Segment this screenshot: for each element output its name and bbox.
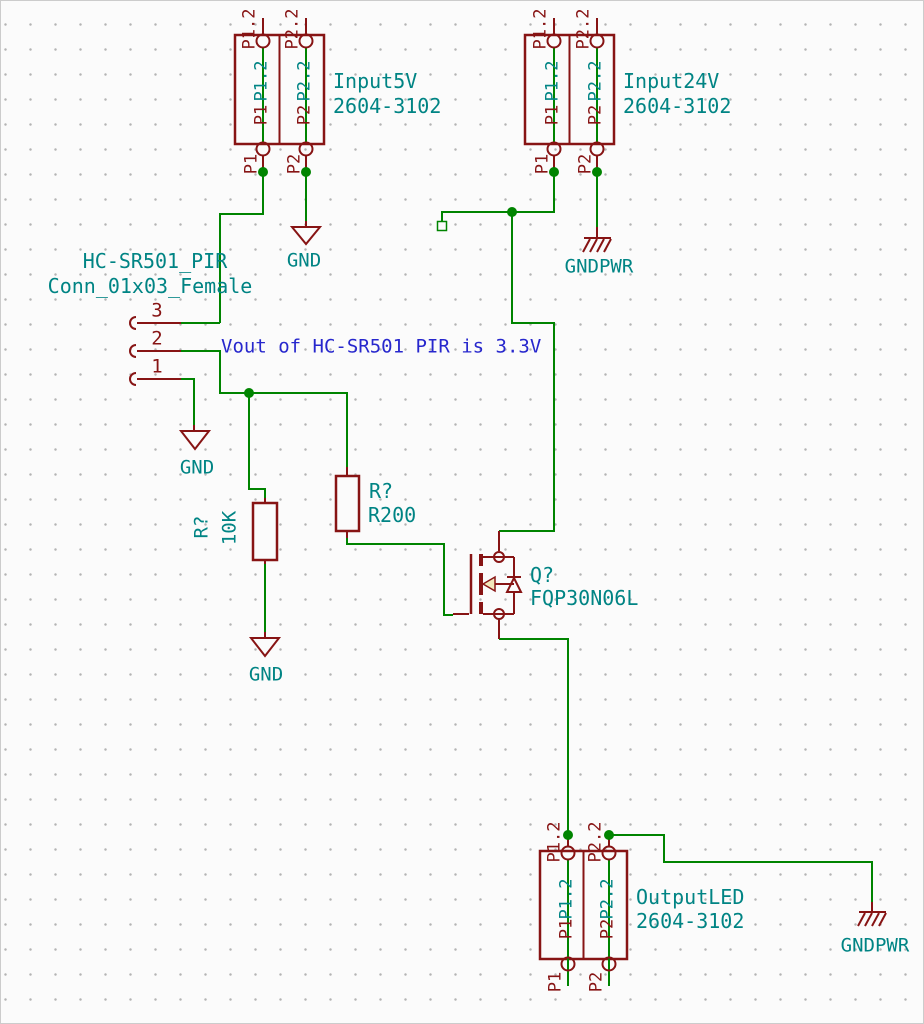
input24v-pin1-bottom-label: P1 (532, 153, 553, 175)
input5v-pins[interactable] (255, 18, 314, 168)
input5v-cell1-num: P1 (251, 104, 272, 126)
wire-junction-to-r200[interactable] (249, 392, 348, 467)
junction-dots (244, 167, 614, 840)
input24v-part[interactable]: 2604-3102 (623, 94, 732, 118)
outputled-cell2-name: P2.2 (597, 878, 618, 920)
input5v-pin1-top-label: P1.2 (239, 8, 260, 50)
r10k-ref[interactable]: R? (190, 515, 213, 539)
input24v-cell2-name: P2.2 (585, 60, 606, 102)
gnd-label-pir[interactable]: GND (179, 456, 215, 479)
gndpwr-symbol-outputled[interactable] (857, 902, 887, 927)
input24v-pin2-top-label: P2.2 (573, 8, 594, 50)
pir-pin1-number: 1 (151, 355, 163, 378)
gnd-symbol-r10k[interactable] (248, 632, 282, 658)
input5v-cell2-name: P2.2 (294, 60, 315, 102)
wire-pir-pin2-to-junction[interactable] (181, 350, 249, 394)
mosfet-ref[interactable]: Q? (530, 563, 555, 587)
input5v-label[interactable]: Input5V (333, 69, 418, 93)
mosfet-value[interactable]: FQP30N06L (530, 586, 639, 610)
outputled-cell2-num: P2 (597, 918, 618, 940)
input24v-cell2-num: P2 (585, 104, 606, 126)
wire-24v-to-drain[interactable] (499, 212, 555, 532)
input24v-cell1-num: P1 (542, 104, 563, 126)
outputled-cell1-name: P1.2 (556, 878, 577, 920)
gnd-label-r10k[interactable]: GND (248, 663, 284, 686)
pir-pin3-number: 3 (151, 299, 163, 322)
r200-ref[interactable]: R? (369, 479, 394, 503)
wire-outputled-p2-to-gndpwr[interactable] (609, 834, 873, 902)
input5v-cell2-num: P2 (294, 104, 315, 126)
r10k-value[interactable]: 10K (218, 510, 241, 546)
input24v-pins[interactable] (546, 18, 605, 168)
resistor-stubs (264, 467, 348, 564)
outputled-pins[interactable] (560, 839, 617, 972)
input5v-part[interactable]: 2604-3102 (333, 94, 442, 118)
pir-value[interactable]: Conn_01x03_Female (47, 274, 253, 298)
gnd-symbol-pir[interactable] (178, 425, 212, 451)
input5v-cell1-name: P1.2 (251, 60, 272, 102)
gndpwr-symbol-input24v[interactable] (582, 227, 612, 253)
mosfet-arrow (481, 575, 496, 593)
outputled-pin2-top-label: P2.2 (585, 821, 606, 863)
wire-r200-to-gate[interactable] (346, 538, 453, 616)
mosfet-body-diode (505, 557, 523, 614)
pir-connector-pins[interactable] (129, 316, 181, 386)
wires[interactable] (181, 48, 873, 986)
outputled-cell1-num: P1 (556, 918, 577, 940)
wire-pir-pin1-to-gnd[interactable] (181, 378, 195, 425)
input24v-pin2-bottom-label: P2 (575, 153, 596, 175)
gndpwr-label-input24v[interactable]: GNDPWR (564, 255, 634, 278)
outputled-label[interactable]: OutputLED (636, 885, 745, 909)
input5v-pin2-bottom-label: P2 (284, 153, 305, 175)
outputled-pin2-bottom-label: P2 (586, 971, 607, 993)
gnd-label-input5v[interactable]: GND (286, 249, 322, 272)
input24v-pin1-top-label: P1.2 (530, 8, 551, 50)
pir-ref[interactable]: HC-SR501_PIR (82, 249, 228, 273)
r200-value[interactable]: R200 (368, 503, 417, 527)
wire-source-to-outputled[interactable] (499, 638, 569, 835)
outputled-pin1-top-label: P1.2 (544, 821, 565, 863)
wire-input24v-p1-left[interactable] (441, 172, 555, 221)
wire-input5v-to-pir-pin3[interactable] (219, 172, 264, 323)
gnd-symbol-input5v[interactable] (289, 221, 323, 246)
input5v-pin1-bottom-label: P1 (241, 153, 262, 175)
input24v-label[interactable]: Input24V (623, 69, 720, 93)
outputled-part[interactable]: 2604-3102 (636, 909, 745, 933)
input24v-cell1-name: P1.2 (542, 60, 563, 102)
symbol-strokes[interactable] (129, 18, 887, 972)
outputled-pin1-bottom-label: P1 (545, 971, 566, 993)
mosfet-symbol[interactable] (453, 531, 523, 639)
pir-pin2-number: 2 (151, 327, 163, 350)
resistor-r200-body[interactable] (334, 474, 361, 533)
input5v-pin2-top-label: P2.2 (282, 8, 303, 50)
unconnected-end-square (436, 220, 448, 232)
wire-junction-to-r10k[interactable] (248, 393, 266, 499)
resistor-10k-body[interactable] (251, 501, 279, 562)
note-text[interactable]: Vout of HC-SR501 PIR is 3.3V (221, 335, 542, 358)
gndpwr-label-outputled[interactable]: GNDPWR (840, 934, 910, 957)
